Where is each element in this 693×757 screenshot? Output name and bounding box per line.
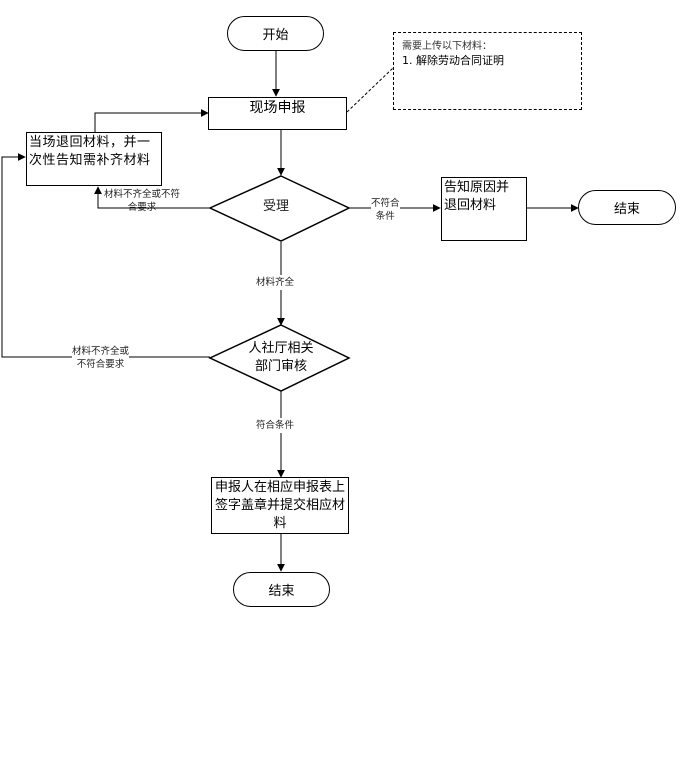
note-item1: 1. 解除劳动合同证明 (402, 54, 504, 67)
notify-reason-box: 告知原因并退回材料 (441, 177, 527, 241)
edge-label-not-qualified-line1: 不符合 (371, 198, 400, 209)
start-label: 开始 (262, 28, 289, 43)
materials-note: 需要上传以下材料： 1. 解除劳动合同证明 (393, 32, 582, 110)
note-title: 需要上传以下材料： (402, 41, 492, 52)
sign-submit-box: 申报人在相应申报表上签字盖章并提交相应材料 (211, 477, 349, 534)
accept-label: 受理 (263, 199, 290, 214)
edge-accept-to-return (94, 186, 210, 209)
review-label-line2: 部门审核 (254, 359, 307, 374)
edge-label-incomplete-1-line1: 材料不齐全或不符 (104, 189, 181, 200)
edge-label-incomplete-2-line1: 材料不齐全或 (72, 346, 130, 357)
edge-label-incomplete-2: 材料不齐全或 不符合要求 (72, 345, 130, 371)
return-materials-box: 当场退回材料，并一次性告知需补齐材料 (26, 132, 162, 186)
return-materials-label: 当场退回材料，并一次性告知需补齐材料 (29, 135, 151, 168)
edge-label-not-qualified-line2: 条件 (375, 211, 395, 222)
edge-label-incomplete-1: 材料不齐全或不符 合要求 (104, 188, 180, 214)
review-label-line1: 人社厅相关 (248, 341, 314, 356)
onsite-report-box: 现场申报 (208, 97, 347, 130)
end-terminal-right: 结束 (578, 190, 676, 225)
start-terminal: 开始 (227, 16, 324, 51)
review-label: 人社厅相关 部门审核 (240, 340, 322, 376)
onsite-report-label: 现场申报 (249, 100, 306, 116)
end-terminal-bottom: 结束 (233, 572, 330, 607)
note-connector (346, 67, 394, 113)
notify-reason-label: 告知原因并退回材料 (444, 180, 510, 213)
decision-accept-shape (208, 175, 351, 242)
end-right-label: 结束 (613, 202, 640, 217)
edge-label-incomplete-1-line2: 合要求 (127, 202, 157, 213)
edge-return-to-report (94, 109, 209, 132)
edge-label-complete: 材料齐全 (256, 275, 295, 290)
edge-label-not-qualified: 不符合 条件 (371, 197, 400, 223)
edge-label-qualified: 符合条件 (256, 418, 295, 433)
edge-review-to-return (1, 153, 210, 358)
end-bottom-label: 结束 (268, 584, 295, 599)
decision-review-shape (208, 324, 351, 392)
edge-label-incomplete-2-line2: 不符合要求 (76, 359, 125, 370)
sign-submit-label: 申报人在相应申报表上签字盖章并提交相应材料 (214, 480, 345, 531)
